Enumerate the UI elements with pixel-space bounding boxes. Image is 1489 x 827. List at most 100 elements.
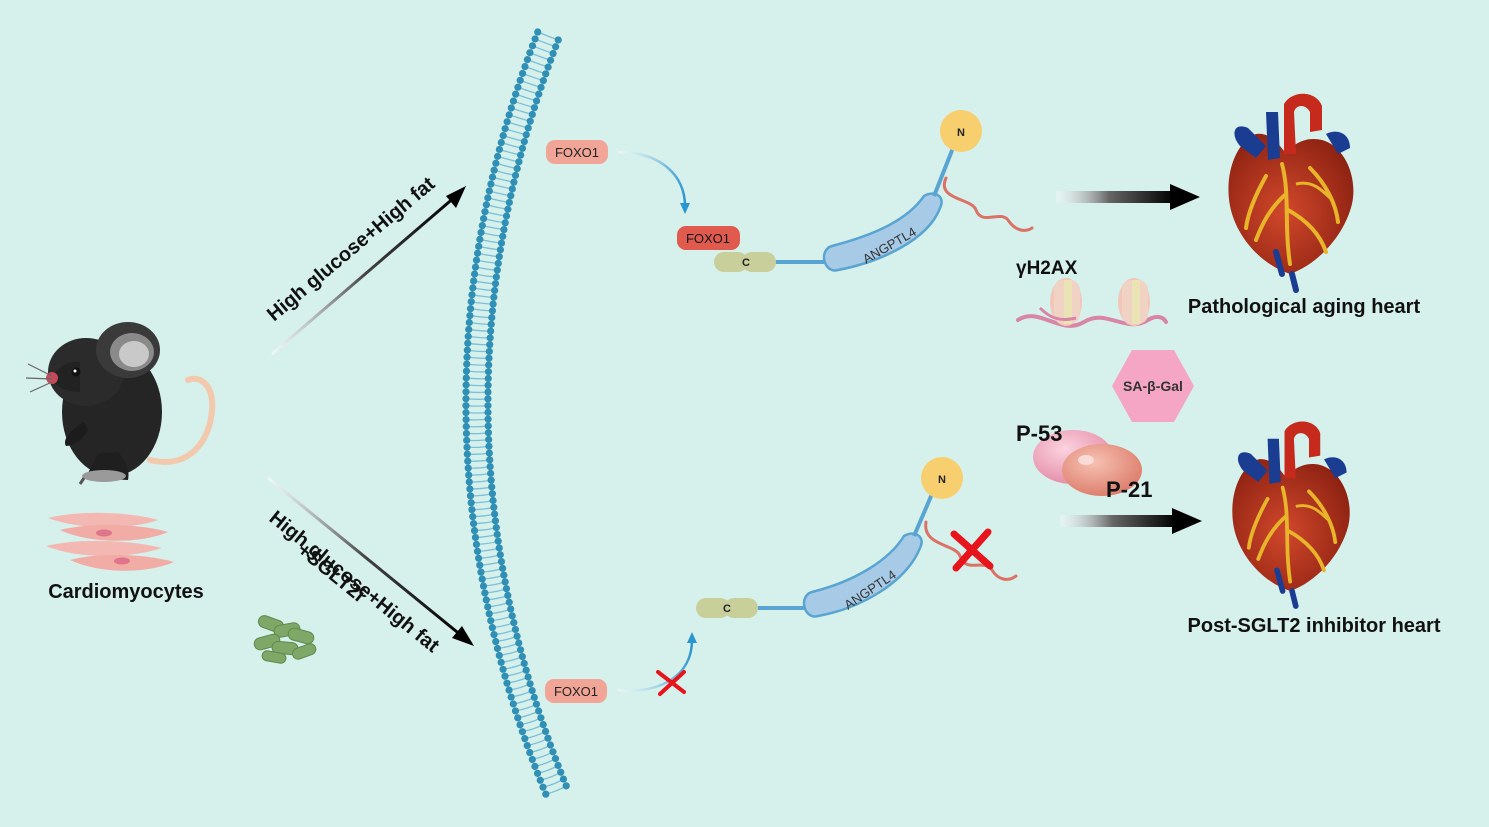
lipid-head bbox=[464, 332, 472, 340]
lipid-head bbox=[504, 205, 512, 213]
lipid-head bbox=[487, 327, 495, 335]
lipid-head bbox=[476, 235, 484, 243]
lipid-head bbox=[541, 727, 550, 735]
foxo1-top-bound: FOXO1 bbox=[677, 226, 740, 250]
lipid-head bbox=[520, 137, 528, 146]
lipid-head bbox=[501, 672, 509, 680]
arrow-to-membrane-bottom bbox=[267, 476, 474, 646]
lipid-head bbox=[542, 790, 550, 798]
angptl4-top: C ANGPTL4 N bbox=[714, 110, 1034, 272]
lipid-head bbox=[493, 266, 501, 274]
lipid-head bbox=[469, 284, 477, 292]
lipid-head bbox=[531, 35, 539, 43]
lipid-head bbox=[466, 485, 474, 493]
lipid-head bbox=[485, 449, 493, 457]
arrow-to-post-sglt2-heart bbox=[1060, 508, 1202, 534]
lipid-head bbox=[524, 124, 532, 132]
lipid-head bbox=[554, 761, 562, 770]
lipid-head bbox=[465, 318, 473, 327]
blocked-translocation-arrow bbox=[617, 632, 697, 696]
lipid-head bbox=[477, 228, 485, 237]
lipid-head bbox=[495, 253, 503, 261]
lipid-head bbox=[488, 624, 496, 632]
sa-beta-gal-label: SA-β-Gal bbox=[1123, 378, 1183, 394]
lipid-head bbox=[475, 242, 483, 250]
lipid-head bbox=[515, 639, 523, 647]
lipid-head bbox=[462, 429, 471, 438]
lipid-head bbox=[505, 198, 513, 207]
lipid-head bbox=[485, 610, 493, 618]
post-sglt2-heart-icon bbox=[1232, 422, 1349, 606]
n-domain-bottom-label: N bbox=[938, 474, 946, 486]
lipid-head bbox=[485, 435, 493, 444]
lipid-head bbox=[505, 598, 513, 606]
lipid-head bbox=[516, 721, 524, 729]
lipid-head bbox=[479, 215, 488, 223]
lipid-head bbox=[493, 530, 501, 539]
lipid-head bbox=[462, 422, 470, 431]
lipid-head bbox=[472, 540, 481, 549]
lipid-head bbox=[486, 341, 494, 349]
lipid-head bbox=[495, 145, 504, 154]
lipid-head bbox=[465, 325, 473, 334]
lipid-head bbox=[484, 388, 492, 396]
lipid-head bbox=[485, 347, 493, 356]
c-domain-top-label: C bbox=[742, 257, 750, 269]
lipid-head bbox=[482, 596, 490, 604]
lipid-head bbox=[518, 69, 527, 78]
n-domain-top-label: N bbox=[957, 127, 965, 139]
lipid-head bbox=[501, 219, 509, 227]
lipid-head bbox=[484, 381, 492, 389]
lipid-head bbox=[462, 374, 470, 382]
lipid-head bbox=[485, 442, 493, 450]
lipid-head bbox=[507, 104, 515, 112]
foxo1-top-cytoplasm: FOXO1 bbox=[546, 140, 608, 164]
lipid-head bbox=[484, 422, 492, 430]
lipid-head bbox=[464, 464, 472, 472]
lipid-head bbox=[488, 307, 497, 315]
lipid-head bbox=[537, 83, 545, 91]
lipid-head bbox=[492, 159, 500, 167]
lipid-head bbox=[495, 544, 503, 552]
lipid-head bbox=[526, 680, 534, 688]
lipid-head bbox=[484, 374, 492, 383]
lipid-head bbox=[528, 110, 536, 119]
lipid-head bbox=[530, 104, 539, 112]
lipid-head bbox=[478, 575, 486, 583]
lipid-head bbox=[508, 612, 516, 620]
lipid-head bbox=[470, 270, 479, 278]
lipid-head bbox=[484, 415, 492, 423]
arrow-to-pathological-heart bbox=[1056, 184, 1200, 210]
lipid-head bbox=[463, 443, 471, 451]
lipid-head bbox=[520, 659, 528, 668]
lipid-head bbox=[490, 503, 498, 511]
lipid-head bbox=[497, 138, 505, 147]
lipid-head bbox=[484, 395, 492, 403]
lipid-head bbox=[466, 492, 475, 500]
gamma-h2ax-label: γH2AX bbox=[1016, 258, 1078, 279]
foxo1-translocation-arrow bbox=[617, 150, 690, 214]
lipid-head bbox=[528, 755, 536, 764]
lipid-head bbox=[477, 568, 485, 576]
lipid-head bbox=[511, 707, 520, 715]
lipid-head bbox=[472, 256, 481, 264]
lipid-head bbox=[481, 208, 489, 216]
lipid-head bbox=[462, 402, 470, 410]
lipid-head bbox=[505, 111, 513, 119]
lipid-head bbox=[493, 152, 502, 160]
pathological-heart-label: Pathological aging heart bbox=[1188, 296, 1421, 318]
lipid-head bbox=[493, 644, 502, 653]
lipid-head bbox=[537, 714, 545, 722]
lipid-head bbox=[484, 603, 492, 611]
lipid-head bbox=[546, 56, 555, 64]
lipid-head bbox=[475, 554, 483, 562]
lipid-head bbox=[524, 673, 532, 681]
angptl4-bottom: C ANGPTL4 N bbox=[696, 457, 1018, 618]
lipid-head bbox=[539, 720, 547, 729]
lipid-head bbox=[469, 519, 478, 528]
lipid-head bbox=[562, 782, 570, 790]
lipid-head bbox=[466, 305, 475, 313]
lipid-head bbox=[503, 118, 511, 126]
arrow-to-membrane-top bbox=[271, 186, 466, 356]
